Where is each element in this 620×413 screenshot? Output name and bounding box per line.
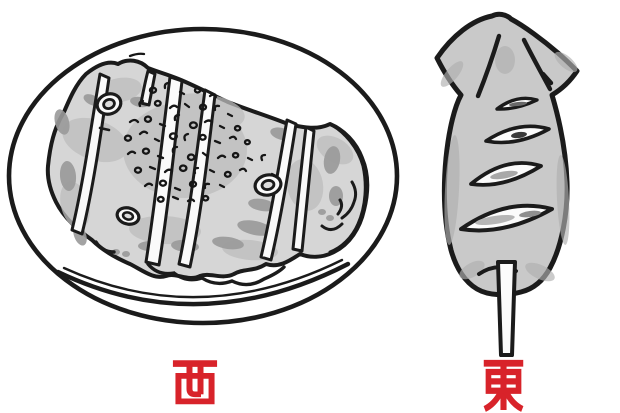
fold-stripes bbox=[70, 69, 316, 269]
squid-shading bbox=[440, 46, 578, 282]
squid-on-stick-illustration bbox=[434, 11, 580, 357]
slash-smudges bbox=[475, 101, 541, 226]
plate-rim-line bbox=[62, 258, 344, 299]
west-kanji-glyph bbox=[172, 360, 218, 405]
food-bottom-scallops bbox=[94, 240, 286, 287]
ink-tick bbox=[98, 126, 111, 132]
end-piece-contour bbox=[320, 122, 367, 254]
plate-illustration bbox=[6, 26, 400, 326]
east-kanji-glyph bbox=[483, 359, 524, 412]
squid-fin-lines bbox=[475, 33, 554, 99]
skewer-stick bbox=[496, 260, 517, 357]
plate-rim-line bbox=[55, 261, 351, 307]
minced-texture bbox=[123, 52, 278, 203]
sucker-rings bbox=[95, 92, 283, 226]
